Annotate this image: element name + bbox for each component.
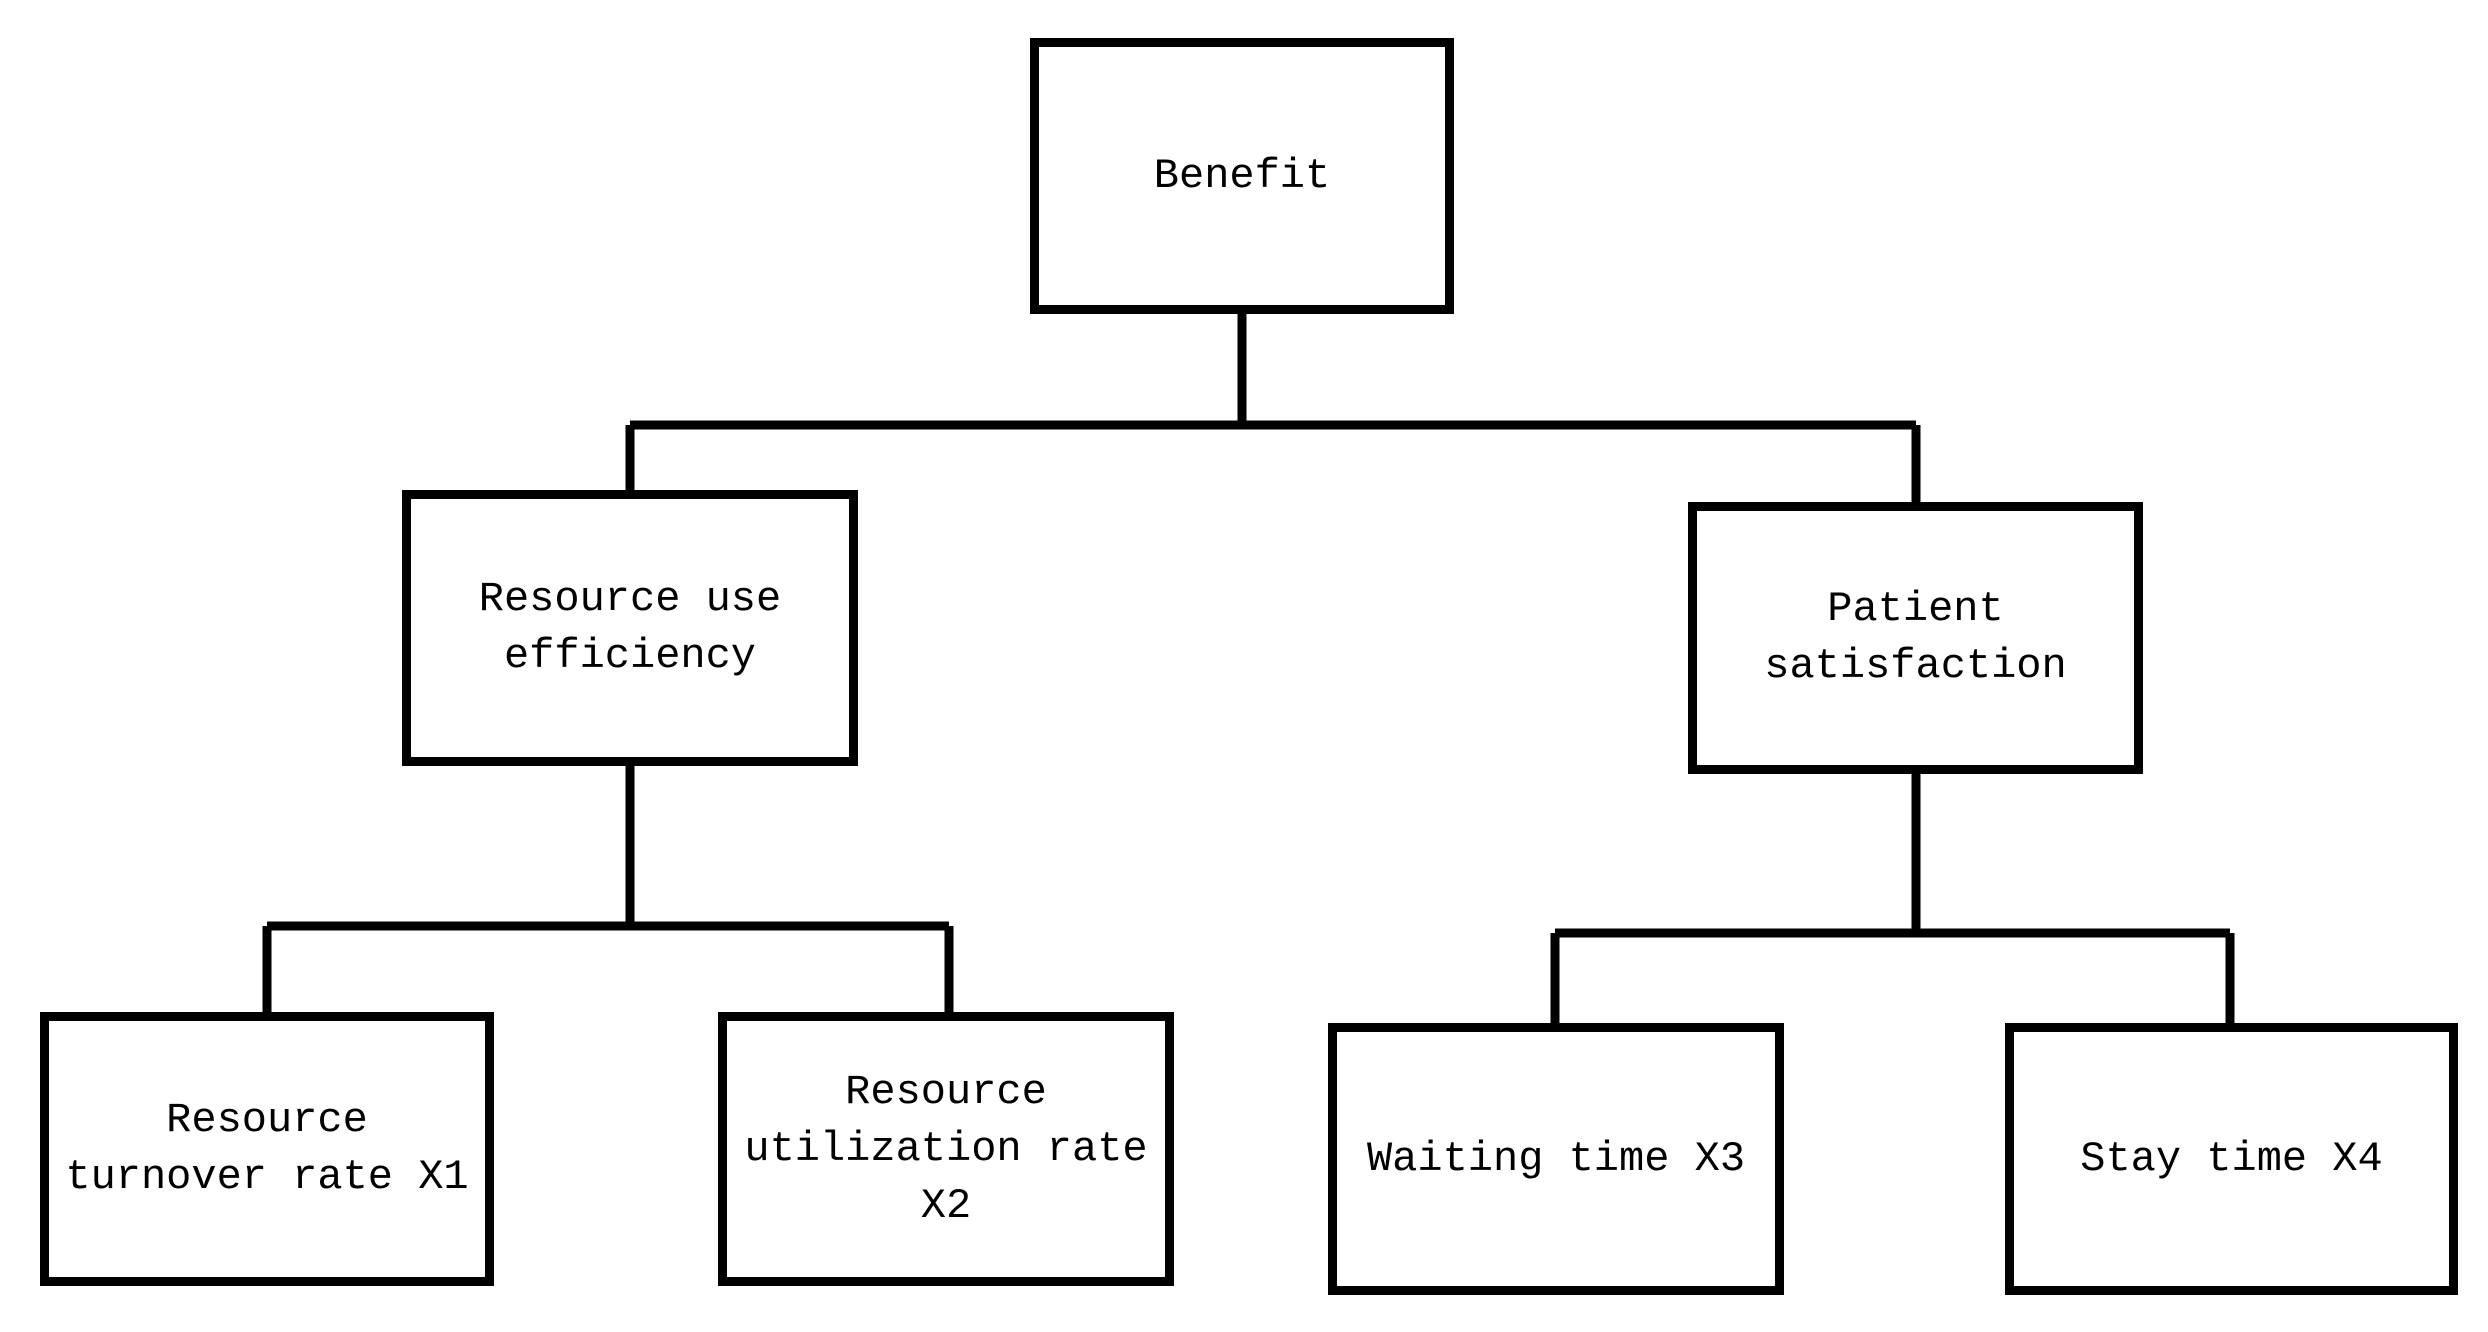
node-resource-use-efficiency: Resource use efficiency: [402, 490, 858, 766]
node-resource-utilization-rate-label-line-2: utilization rate: [744, 1124, 1148, 1173]
node-patient-satisfaction-label-line-2: satisfaction: [1764, 642, 2067, 690]
node-waiting-time: Waiting time X3: [1328, 1023, 1784, 1295]
node-resource-utilization-rate-label-line-3: X2: [920, 1181, 972, 1230]
node-resource-turnover-rate: Resource turnover rate X1: [40, 1012, 494, 1286]
node-benefit: Benefit: [1030, 38, 1454, 314]
node-resource-utilization-rate-label-line-1: Resource: [845, 1067, 1047, 1116]
node-patient-satisfaction: Patient satisfaction: [1688, 502, 2143, 774]
node-stay-time-label: Stay time X4: [2080, 1134, 2383, 1183]
node-waiting-time-label: Waiting time X3: [1366, 1134, 1746, 1183]
node-resource-turnover-rate-label-line-2: turnover rate X1: [65, 1153, 469, 1201]
node-stay-time: Stay time X4: [2005, 1023, 2458, 1295]
node-benefit-label: Benefit: [1153, 151, 1331, 200]
node-resource-utilization-rate: Resource utilization rate X2: [718, 1012, 1174, 1286]
node-resource-turnover-rate-label-line-1: Resource: [166, 1096, 368, 1144]
node-resource-use-efficiency-label-line-1: Resource use: [478, 575, 782, 623]
node-resource-use-efficiency-label-line-2: efficiency: [503, 632, 757, 680]
node-patient-satisfaction-label-line-1: Patient: [1827, 585, 2004, 633]
